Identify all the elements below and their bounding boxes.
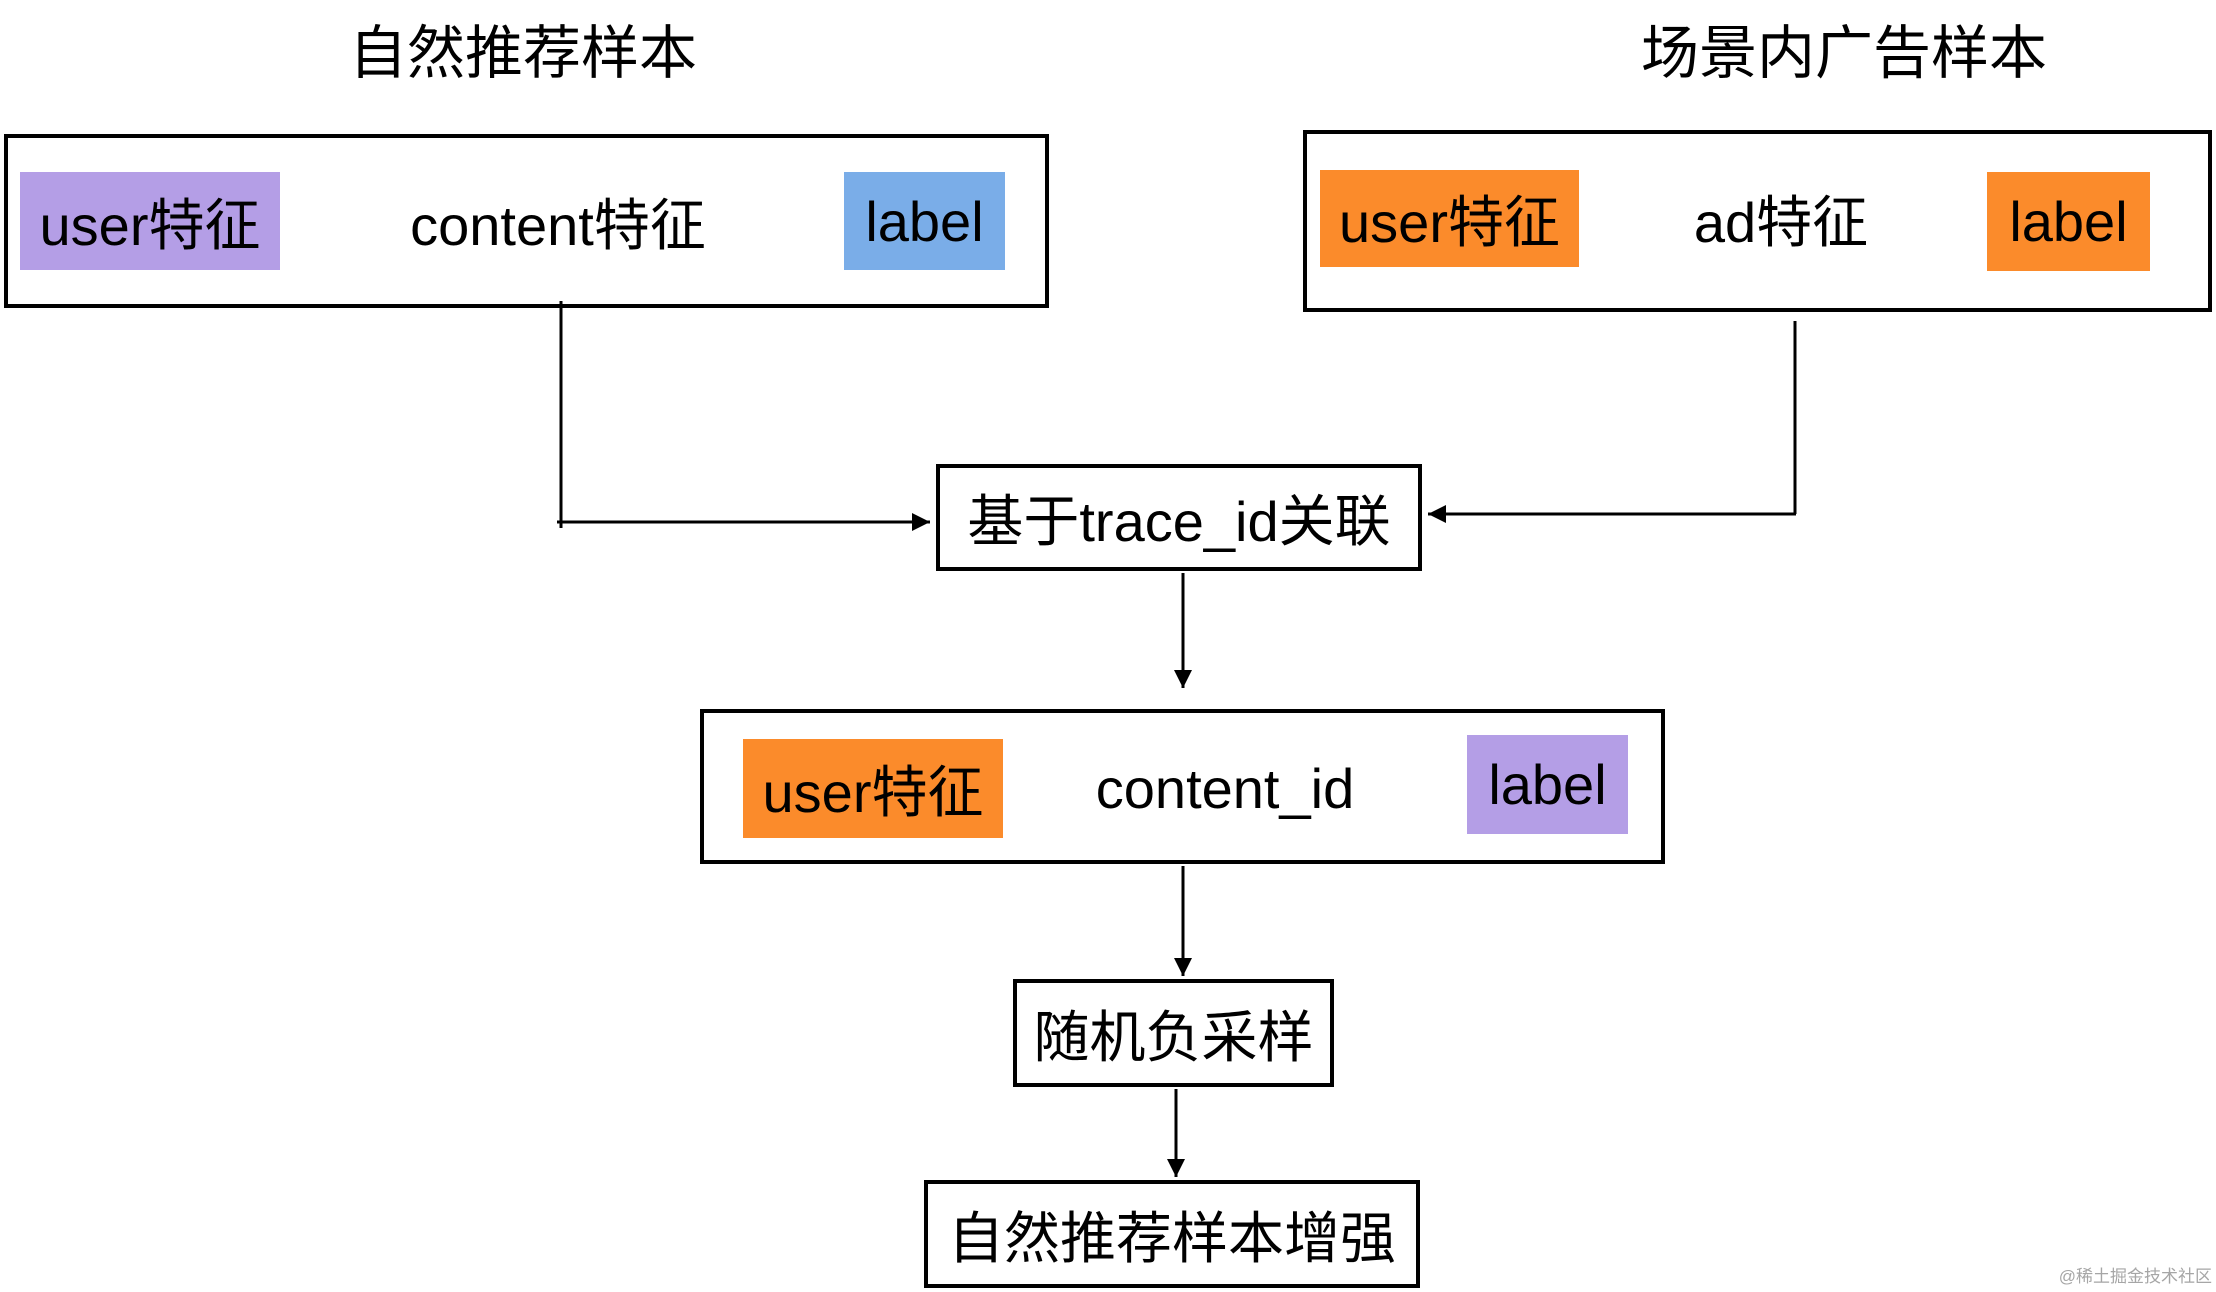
ad-user-feature-chip: user特征 [1320, 170, 1579, 267]
organic-content-feature-label: content特征 [410, 193, 706, 257]
watermark: @稀土掘金技术社区 [2058, 1267, 2212, 1286]
augmented-samples-node: 自然推荐样本增强 [924, 1180, 1420, 1288]
negative-sampling-node: 随机负采样 [1013, 979, 1334, 1087]
joined-content-id-label: content_id [1095, 757, 1355, 820]
ad-samples-title: 场景内广告样本 [1640, 21, 2047, 86]
ad-label-chip: label [1987, 172, 2150, 271]
joined-user-feature-chip: user特征 [743, 739, 1003, 838]
ad-feature-label: ad特征 [1693, 191, 1869, 254]
organic-user-feature-chip: user特征 [20, 172, 280, 270]
trace-id-join-node: 基于trace_id关联 [936, 464, 1422, 571]
organic-label-chip: label [844, 172, 1005, 270]
joined-label-chip: label [1467, 735, 1628, 834]
organic-samples-title: 自然推荐样本 [348, 21, 697, 86]
